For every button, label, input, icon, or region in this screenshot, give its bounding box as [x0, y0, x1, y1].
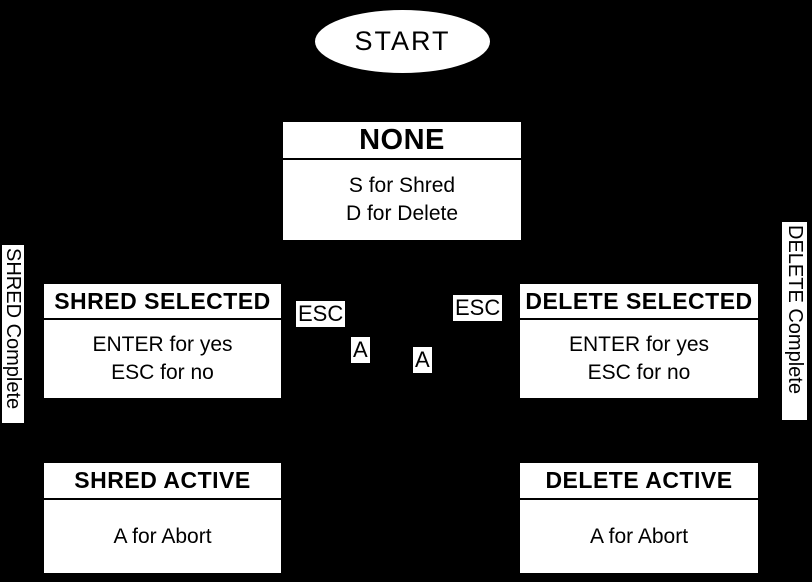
edge-label-a-right: A [413, 347, 432, 373]
edge-label-esc-right: ESC [453, 295, 503, 321]
state-node-line: A for Abort [589, 524, 689, 548]
start-node: START [315, 10, 490, 73]
state-node-none: NONE S for Shred D for Delete [283, 122, 521, 240]
state-node-title: NONE [283, 122, 521, 160]
state-node-line: ESC for no [587, 361, 691, 384]
state-node-body: A for Abort [520, 500, 758, 573]
state-node-line: ENTER for yes [92, 333, 233, 356]
state-node-line: A for Abort [113, 524, 212, 548]
state-node-line: ENTER for yes [568, 333, 710, 356]
state-node-line: D for Delete [345, 202, 459, 225]
state-node-title: DELETE SELECTED [520, 284, 758, 320]
state-node-line: ESC for no [111, 361, 214, 384]
edge-label-esc-left: ESC [296, 301, 346, 327]
start-node-label: START [354, 26, 451, 56]
state-node-title: SHRED ACTIVE [44, 463, 281, 500]
state-node-title: DELETE ACTIVE [520, 463, 758, 500]
state-node-body: A for Abort [44, 500, 281, 573]
state-node-delete-selected: DELETE SELECTED ENTER for yes ESC for no [520, 284, 758, 398]
state-node-shred-selected: SHRED SELECTED ENTER for yes ESC for no [44, 284, 281, 398]
state-node-line: S for Shred [348, 174, 456, 197]
state-node-body: ENTER for yes ESC for no [520, 320, 758, 398]
state-node-delete-active: DELETE ACTIVE A for Abort [520, 463, 758, 573]
state-node-title: SHRED SELECTED [44, 284, 281, 320]
state-node-body: ENTER for yes ESC for no [44, 320, 281, 398]
state-node-body: S for Shred D for Delete [283, 160, 521, 240]
edge-label-a-left: A [351, 337, 370, 363]
side-label-delete-complete: DELETE Complete [782, 222, 807, 420]
side-label-shred-complete: SHRED Complete [2, 245, 24, 423]
state-node-shred-active: SHRED ACTIVE A for Abort [44, 463, 281, 573]
